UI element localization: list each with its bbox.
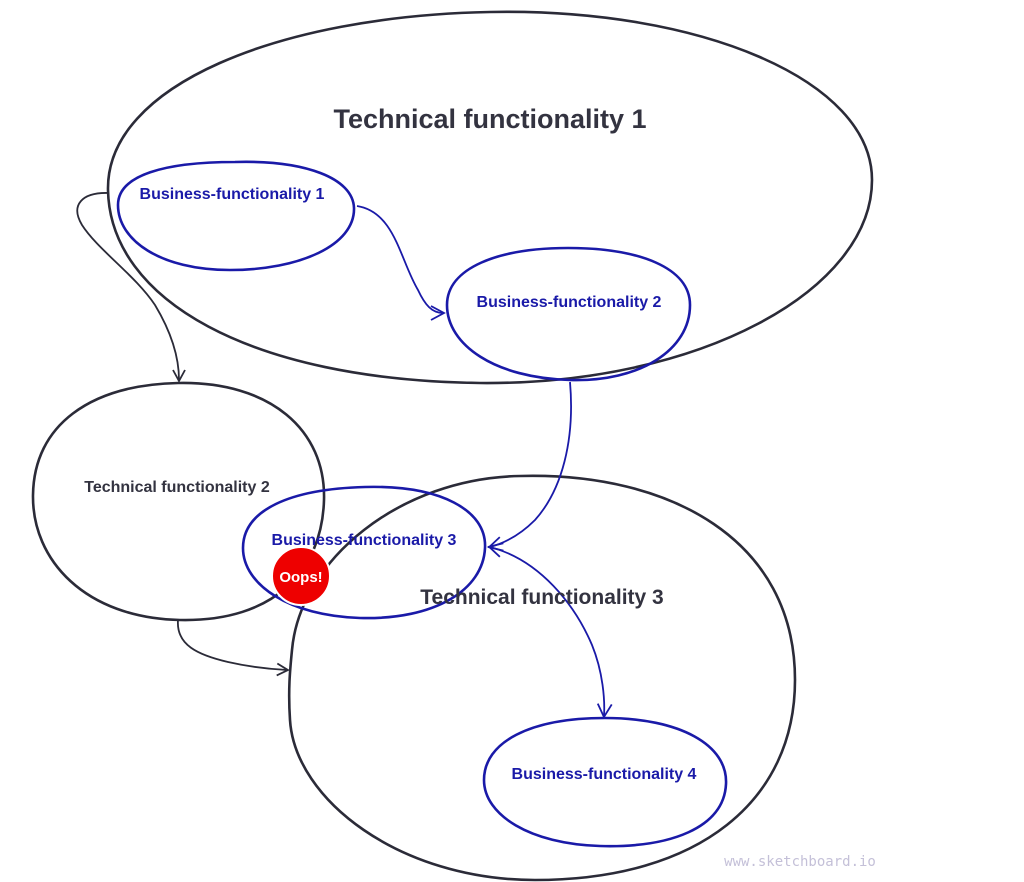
business-functionality-2-label: Business-functionality 2 <box>477 294 662 311</box>
business-functionality-4-label: Business-functionality 4 <box>512 766 697 783</box>
technical-functionality-1-shape[interactable] <box>106 10 874 385</box>
connector-bf2-to-bf3 <box>487 381 572 552</box>
business-functionality-4-shape[interactable] <box>482 716 728 848</box>
business-functionality-1-shape[interactable] <box>116 160 356 272</box>
connector-tf1-to-tf2 <box>76 192 186 383</box>
connector-tf2-to-tf3 <box>177 619 290 677</box>
oops-warning-badge: Oops! <box>271 546 331 606</box>
technical-functionality-2-shape[interactable] <box>31 381 326 622</box>
business-functionality-2-shape[interactable] <box>445 246 692 382</box>
technical-functionality-2-label: Technical functionality 2 <box>84 479 270 496</box>
business-functionality-3-shape[interactable] <box>241 485 487 620</box>
connector-bf3-bf4-bidirectional <box>487 542 613 719</box>
warning-circle-icon <box>271 546 331 606</box>
business-functionality-3-label: Business-functionality 3 <box>272 532 457 549</box>
oops-label: Oops! <box>279 569 322 586</box>
sketchboard-watermark: www.sketchboard.io <box>724 854 876 870</box>
connector-bf1-to-bf2 <box>356 205 446 321</box>
technical-functionality-1-label: Technical functionality 1 <box>333 104 646 134</box>
technical-functionality-3-shape[interactable] <box>287 474 797 882</box>
business-functionality-1-label: Business-functionality 1 <box>140 186 325 203</box>
technical-functionality-3-label: Technical functionality 3 <box>420 586 664 609</box>
